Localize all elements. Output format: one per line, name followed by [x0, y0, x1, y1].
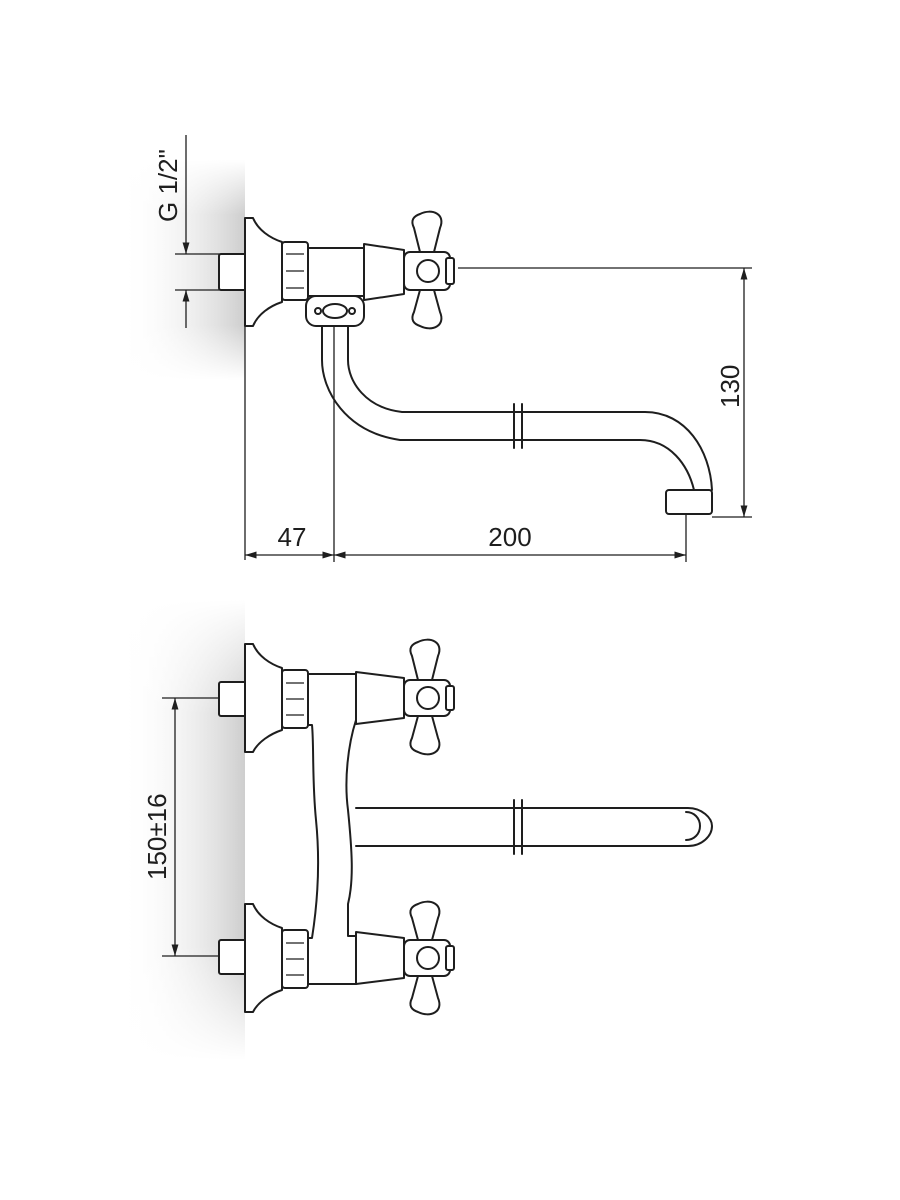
inlet-spacing-label: 150±16: [142, 793, 172, 880]
front-view: [120, 600, 713, 1060]
wall-flange: [244, 217, 283, 327]
thread-size-label: G 1/2": [153, 149, 183, 222]
spout-reach-label: 200: [488, 522, 531, 552]
dimension-thread: G 1/2": [153, 135, 225, 328]
mixer-body: [307, 673, 357, 985]
wall-offset-label: 47: [278, 522, 307, 552]
aerator: [665, 489, 713, 515]
spout-tube-side: [321, 325, 695, 491]
dimension-inlet-spacing: 150±16: [142, 697, 220, 957]
inlet-nipple: [218, 253, 248, 291]
upper-flange: [244, 643, 283, 753]
dimension-horizontal: 47 200: [245, 326, 687, 562]
cross-handle-lower: [403, 900, 455, 1016]
spout-height-label: 130: [715, 365, 745, 408]
valve-bonnet: [363, 243, 405, 301]
dimension-spout-height: 130: [458, 267, 752, 518]
valve-body: [307, 247, 367, 297]
cross-handle-side: [403, 210, 455, 330]
cross-handle-upper: [403, 638, 455, 756]
lower-flange: [244, 903, 283, 1013]
spout-tube-front: [355, 807, 713, 847]
side-view: [120, 160, 713, 560]
